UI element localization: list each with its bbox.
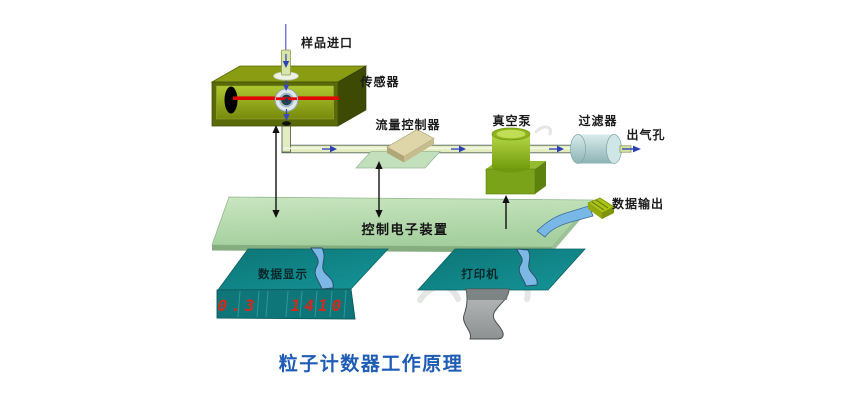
air-outlet-arrow	[622, 145, 641, 153]
label-printer: 打印机	[461, 267, 499, 281]
printer-paper	[463, 288, 510, 340]
sample-inlet-assembly	[273, 24, 299, 81]
label-data-output: 数据输出	[612, 196, 664, 211]
data-display-unit	[216, 247, 389, 320]
display-value-left: 0.3	[218, 296, 259, 315]
inlet-flow-arrow	[282, 54, 290, 68]
air-tubing	[281, 125, 603, 154]
sample-outlet-dot	[282, 121, 291, 126]
label-vacuum-pump: 真空泵	[492, 113, 531, 128]
filter	[570, 134, 641, 164]
sample-flow-arrow-in-box	[283, 80, 290, 121]
label-sample-inlet: 样品进口	[301, 35, 353, 50]
label-air-outlet: 出气孔	[626, 127, 665, 142]
page-title: 粒子计数器工作原理	[279, 352, 464, 375]
printer-unit	[417, 248, 586, 340]
label-data-display: 数据显示	[258, 267, 308, 281]
label-sensor: 传感器	[359, 74, 399, 89]
light-aperture	[224, 86, 238, 114]
flow-controller	[355, 129, 441, 169]
signal-arrows	[272, 125, 510, 229]
data-output-cable	[536, 197, 615, 238]
label-control-electronics: 控制电子装置	[361, 222, 448, 238]
label-flow-controller: 流量控制器	[375, 117, 440, 132]
display-ribbon-cable	[310, 247, 334, 290]
vacuum-pump	[485, 127, 546, 195]
display-value-right: 1410	[291, 296, 346, 315]
display-readout-panel	[216, 288, 356, 320]
data-output-connector	[587, 197, 615, 219]
printer-ribbon-cable	[516, 248, 538, 287]
flow-direction-arrows	[322, 145, 564, 153]
label-filter: 过滤器	[578, 113, 617, 128]
